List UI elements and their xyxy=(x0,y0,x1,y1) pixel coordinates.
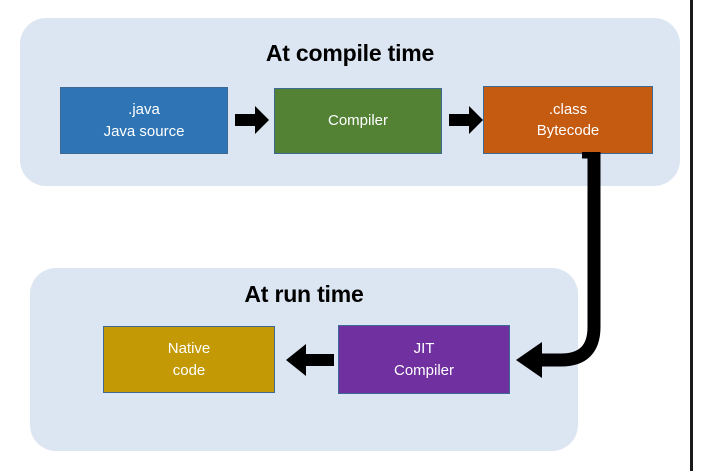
process-box-class-bytecode[interactable]: .class Bytecode xyxy=(483,86,653,154)
java-source-line1: .java xyxy=(128,101,160,119)
arrow-java-to-compiler-icon xyxy=(235,104,269,136)
jit-compiler-line2: Compiler xyxy=(393,361,454,379)
arrow-compiler-to-bytecode-icon xyxy=(449,104,483,136)
class-bytecode-line1: .class xyxy=(548,100,588,118)
arrow-jit-to-native-code-icon xyxy=(286,342,334,378)
process-box-jit-compiler[interactable]: JIT Compiler xyxy=(338,325,510,394)
phase-title-compile-time: At compile time xyxy=(265,40,435,66)
process-box-java-source[interactable]: .java Java source xyxy=(60,87,228,154)
native-code-line2: code xyxy=(172,361,206,379)
java-source-line2: Java source xyxy=(103,122,185,140)
phase-title-run-time: At run time xyxy=(244,281,364,307)
native-code-line1: Native xyxy=(167,340,211,358)
slide-frame-border-right xyxy=(690,0,693,471)
process-box-native-code[interactable]: Native code xyxy=(103,326,275,393)
arrow-bytecode-to-jit-icon xyxy=(500,145,620,382)
jit-compiler-line1: JIT xyxy=(413,340,435,358)
class-bytecode-line2: Bytecode xyxy=(536,122,600,139)
compiler-line1: Compiler xyxy=(327,112,388,130)
process-box-compiler[interactable]: Compiler xyxy=(274,88,442,154)
